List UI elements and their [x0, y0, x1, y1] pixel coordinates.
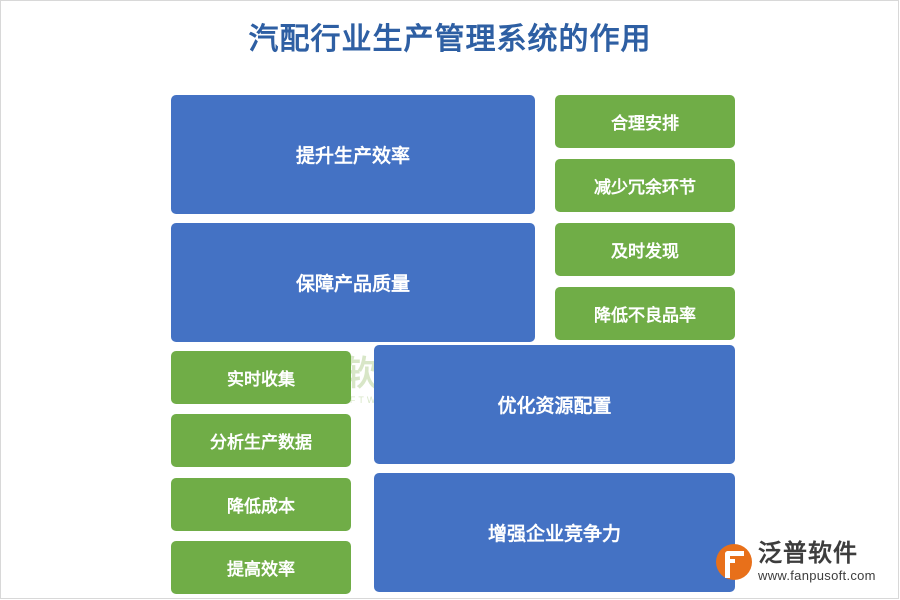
diagram-block-label: 降低成本 — [227, 497, 295, 516]
diagram-block-label: 及时发现 — [611, 242, 679, 261]
diagram-block-green[interactable]: 减少冗余环节 — [555, 159, 735, 212]
logo-text: 泛普软件 www.fanpusoft.com — [758, 541, 876, 583]
diagram-block-green[interactable]: 实时收集 — [171, 351, 351, 404]
diagram-block-green[interactable]: 提高效率 — [171, 541, 351, 594]
logo-website-url: www.fanpusoft.com — [758, 568, 876, 584]
diagram-block-label: 提升生产效率 — [295, 146, 410, 167]
logo-company-name: 泛普软件 — [758, 539, 858, 567]
page-title: 汽配行业生产管理系统的作用 — [248, 23, 652, 56]
diagram-block-label: 实时收集 — [227, 370, 295, 389]
diagram-block-green[interactable]: 降低不良品率 — [555, 287, 735, 340]
diagram-block-green[interactable]: 合理安排 — [555, 95, 735, 148]
diagram-block-label: 分析生产数据 — [210, 433, 312, 452]
diagram-block-green[interactable]: 及时发现 — [555, 223, 735, 276]
diagram-block-blue[interactable]: 提升生产效率 — [171, 95, 535, 214]
diagram-block-label: 保障产品质量 — [295, 274, 410, 295]
brand-logo: 泛普软件 www.fanpusoft.com — [716, 536, 886, 588]
diagram-block-label: 增强企业竞争力 — [487, 524, 621, 545]
diagram-block-label: 优化资源配置 — [497, 396, 612, 417]
diagram-block-label: 提高效率 — [227, 560, 295, 579]
diagram-block-green[interactable]: 分析生产数据 — [171, 414, 351, 467]
diagram-block-green[interactable]: 降低成本 — [171, 478, 351, 531]
diagram-block-blue[interactable]: 保障产品质量 — [171, 223, 535, 342]
diagram-block-blue[interactable]: 优化资源配置 — [374, 345, 735, 464]
diagram-block-label: 减少冗余环节 — [594, 178, 696, 197]
diagram-block-label: 合理安排 — [611, 114, 679, 133]
diagram-block-blue[interactable]: 增强企业竞争力 — [374, 473, 735, 592]
logo-mark-icon — [716, 544, 752, 580]
diagram-block-label: 降低不良品率 — [594, 306, 696, 325]
